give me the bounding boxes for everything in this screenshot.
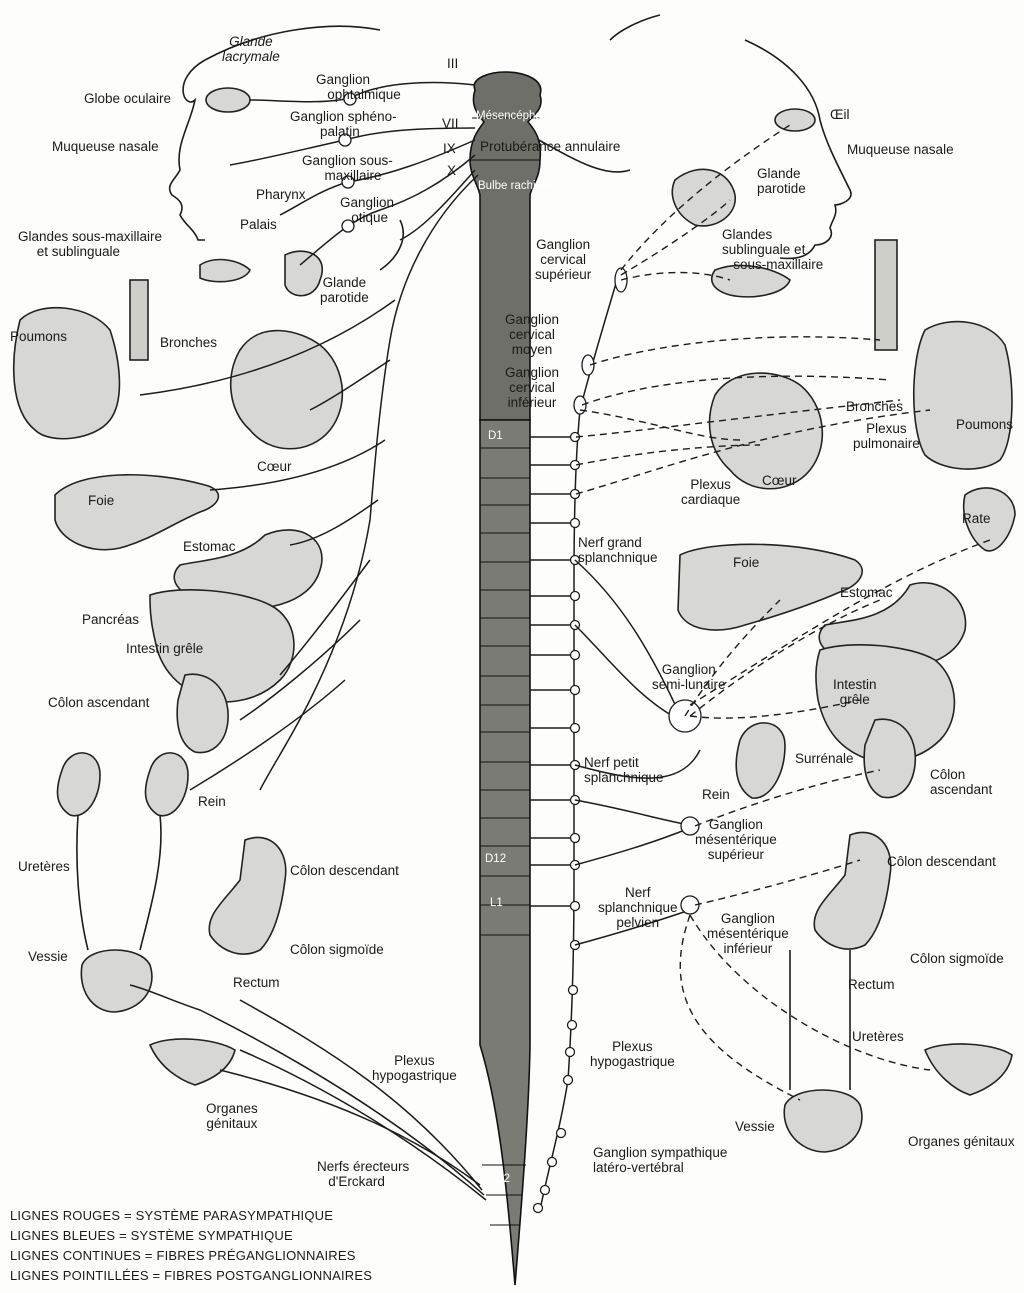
label-intestin-grele-right: Intestin grêle: [833, 678, 877, 708]
label-ganglion-cervical-moyen: Ganglion cervical moyen: [505, 313, 559, 358]
spinal-cord: [470, 72, 541, 1285]
label-coeur-left: Cœur: [257, 460, 292, 475]
label-bronches-left: Bronches: [160, 336, 217, 351]
label-plexus-hypogastrique-right: Plexus hypogastrique: [590, 1040, 675, 1070]
label-rectum-left: Rectum: [233, 976, 280, 991]
label-nerve-x: X: [447, 164, 456, 179]
legend-blue-lines: LIGNES BLEUES = SYSTÈME SYMPATHIQUE: [10, 1228, 293, 1243]
legend-red-lines: LIGNES ROUGES = SYSTÈME PARASYMPATHIQUE: [10, 1208, 333, 1223]
label-glande-parotide-left: Glande parotide: [320, 276, 369, 306]
label-nerve-ix: IX: [443, 142, 456, 157]
label-ganglion-sympathique: Ganglion sympathique latéro-vertébral: [593, 1146, 727, 1176]
label-glande-lacrymale: Glande lacrymale: [222, 35, 280, 65]
label-colon-ascendant-right: Côlon ascendant: [930, 768, 992, 798]
globe-oculaire-shape: [206, 88, 250, 112]
label-colon-sigmoide-right: Côlon sigmoïde: [910, 952, 1004, 967]
label-nerfs-erecteurs: Nerfs érecteurs d'Erckard: [317, 1160, 409, 1190]
label-muqueuse-nasale-left: Muqueuse nasale: [52, 140, 159, 155]
label-plexus-pulmonaire: Plexus pulmonaire: [853, 422, 920, 452]
label-protuberance-annulaire: Protubérance annulaire: [480, 140, 620, 155]
label-d1: D1: [488, 430, 503, 443]
label-plexus-cardiaque: Plexus cardiaque: [681, 478, 740, 508]
label-plexus-hypogastrique-left: Plexus hypogastrique: [372, 1054, 457, 1084]
label-palais: Palais: [240, 218, 277, 233]
label-bulbe-rachidien: Bulbe rachidien: [478, 180, 557, 193]
label-colon-descendant-left: Côlon descendant: [290, 864, 399, 879]
label-globe-oculaire: Globe oculaire: [84, 92, 171, 107]
label-ureteres-right: Uretères: [852, 1030, 904, 1045]
label-surrenale: Surrénale: [795, 752, 854, 767]
label-ganglion-spheno-palatin: Ganglion sphéno- palatin: [290, 110, 397, 140]
label-intestin-grele-left: Intestin grêle: [126, 642, 203, 657]
right-head-profile: [520, 15, 851, 258]
label-nerf-grand-splanchnique: Nerf grand splanchnique: [578, 536, 658, 566]
label-vessie-right: Vessie: [735, 1120, 775, 1135]
label-colon-ascendant-left: Côlon ascendant: [48, 696, 149, 711]
label-nerf-petit-splanchnique: Nerf petit splanchnique: [584, 756, 664, 786]
label-mesencephale: Mésencéphale: [476, 110, 551, 123]
label-bronches-right: Bronches: [846, 400, 903, 415]
label-foie-left: Foie: [88, 494, 114, 509]
left-head-profile: [170, 26, 404, 270]
label-ganglion-otique: Ganglion otique: [340, 196, 394, 226]
label-estomac-left: Estomac: [183, 540, 236, 555]
label-d12: D12: [485, 853, 506, 866]
label-vessie-left: Vessie: [28, 950, 68, 965]
label-colon-sigmoide-left: Côlon sigmoïde: [290, 943, 384, 958]
label-oeil: Œil: [830, 108, 850, 123]
label-muqueuse-nasale-right: Muqueuse nasale: [847, 143, 954, 158]
label-foie-right: Foie: [733, 556, 759, 571]
label-glandes-sous-maxillaire-sublinguale: Glandes sous-maxillaire et sublinguale: [18, 230, 162, 260]
label-l1: L1: [490, 897, 503, 910]
label-nerve-vii: VII: [442, 117, 459, 132]
label-ureteres-left: Uretères: [18, 860, 70, 875]
label-nerve-iii: III: [447, 57, 458, 72]
label-nerf-splanchnique-pelvien: Nerf splanchnique pelvien: [598, 886, 678, 931]
label-rein-left: Rein: [198, 795, 226, 810]
label-s2: S2: [496, 1173, 510, 1186]
legend-dotted-lines: LIGNES POINTILLÉES = FIBRES POSTGANGLION…: [10, 1268, 372, 1283]
label-rate: Rate: [962, 512, 991, 527]
label-ganglion-mesenterique-superieur: Ganglion mésentérique supérieur: [695, 818, 777, 863]
label-pharynx: Pharynx: [256, 188, 306, 203]
label-organes-genitaux-right: Organes génitaux: [908, 1135, 1015, 1150]
label-poumons-right: Poumons: [956, 418, 1013, 433]
label-ganglion-sous-maxillaire: Ganglion sous- maxillaire: [302, 154, 393, 184]
label-rectum-right: Rectum: [848, 978, 895, 993]
label-ganglion-semi-lunaire: Ganglion semi-lunaire: [652, 663, 726, 693]
label-ganglion-mesenterique-inferieur: Ganglion mésentérique inférieur: [707, 912, 789, 957]
label-estomac-right: Estomac: [840, 586, 893, 601]
label-colon-descendant-right: Côlon descendant: [887, 855, 996, 870]
label-ganglion-ophtalmique: Ganglion ophtalmique: [316, 73, 401, 103]
label-ganglion-cervical-superieur: Ganglion cervical supérieur: [535, 238, 591, 283]
label-poumons-left: Poumons: [10, 330, 67, 345]
label-organes-genitaux-left: Organes génitaux: [206, 1102, 258, 1132]
label-pancreas: Pancréas: [82, 613, 139, 628]
label-glandes-sublinguale-right: Glandes sublinguale et sous-maxillaire: [722, 228, 823, 273]
label-rein-right: Rein: [702, 788, 730, 803]
label-ganglion-cervical-inferieur: Ganglion cervical inférieur: [505, 366, 559, 411]
legend-continuous-lines: LIGNES CONTINUES = FIBRES PRÉGANGLIONNAI…: [10, 1248, 356, 1263]
label-coeur-right: Cœur: [762, 474, 797, 489]
label-glande-parotide-right: Glande parotide: [757, 167, 806, 197]
